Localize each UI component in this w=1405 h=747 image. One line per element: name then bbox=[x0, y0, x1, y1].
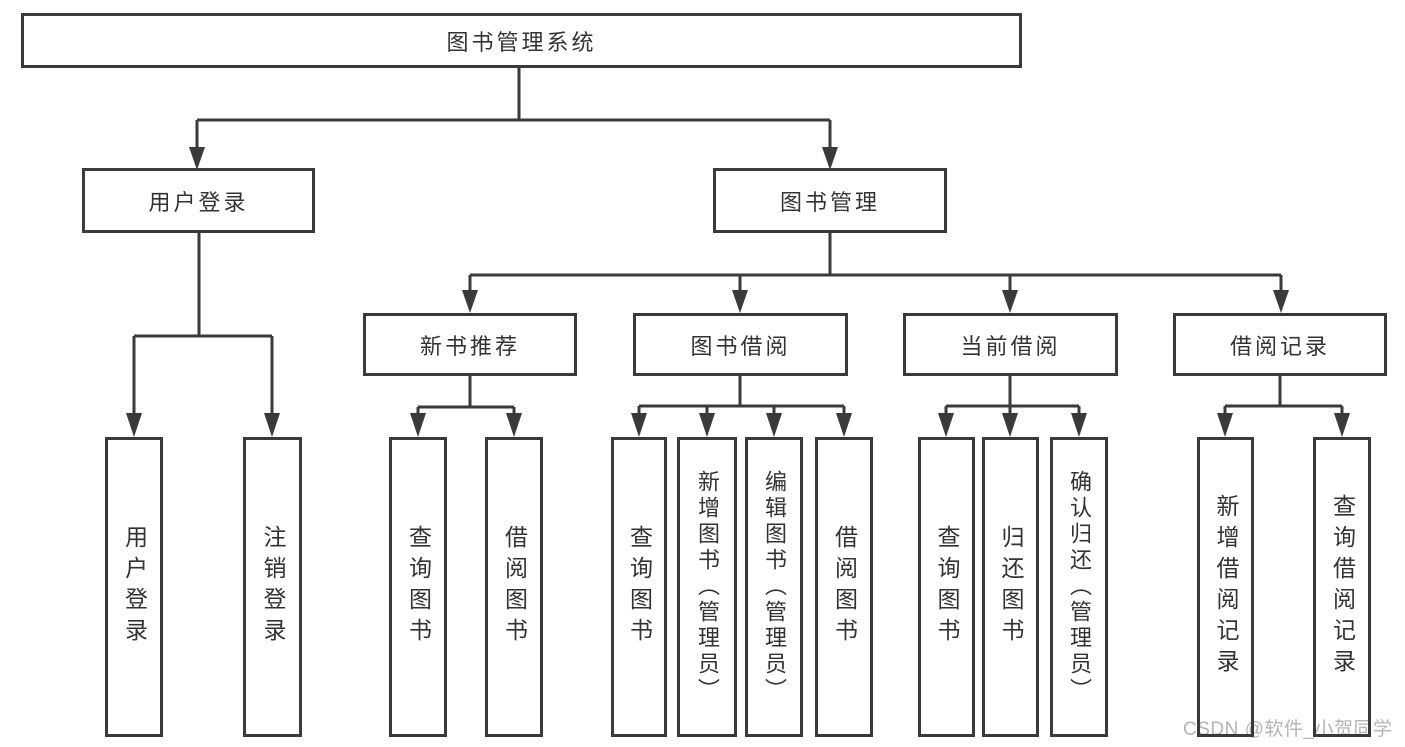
leaf-label: 借阅图书 bbox=[831, 525, 858, 649]
node-book-management: 图书管理 bbox=[713, 168, 947, 233]
node-root: 图书管理系统 bbox=[21, 13, 1022, 68]
leaf-label: 用户登录 bbox=[121, 525, 148, 649]
leaf-borrow-books-newbook: 借阅图书 bbox=[485, 437, 543, 737]
leaf-label: 注销登录 bbox=[260, 525, 286, 649]
node-current-borrowing: 当前借阅 bbox=[903, 313, 1118, 376]
node-label: 用户登录 bbox=[148, 189, 249, 215]
leaf-query-books-borrow: 查询图书 bbox=[611, 437, 667, 737]
leaf-label: 查询借阅记录 bbox=[1329, 494, 1356, 680]
leaf-confirm-return-admin: 确认归还（管理员） bbox=[1050, 437, 1108, 737]
csdn-watermark: CSDN @软件_小贺同学 bbox=[1183, 719, 1393, 740]
leaf-add-borrow-record: 新增借阅记录 bbox=[1197, 437, 1254, 737]
node-label: 当前借阅 bbox=[960, 333, 1061, 359]
leaf-label: 新增借阅记录 bbox=[1213, 494, 1239, 680]
node-borrow-records: 借阅记录 bbox=[1173, 313, 1387, 376]
leaf-query-books-newbook: 查询图书 bbox=[389, 437, 447, 737]
node-label: 新书推荐 bbox=[419, 333, 520, 359]
leaf-query-books-current: 查询图书 bbox=[918, 437, 975, 737]
leaf-label: 编辑图书（管理员） bbox=[762, 470, 787, 704]
leaf-label: 查询图书 bbox=[934, 525, 960, 649]
node-label: 图书管理 bbox=[779, 189, 880, 215]
leaf-user-login: 用户登录 bbox=[105, 437, 163, 737]
leaf-label: 查询图书 bbox=[405, 525, 432, 649]
leaf-return-book: 归还图书 bbox=[982, 437, 1039, 737]
leaf-edit-book-admin: 编辑图书（管理员） bbox=[745, 437, 803, 737]
leaf-add-book-admin: 新增图书（管理员） bbox=[677, 437, 737, 737]
leaf-label: 确认归还（管理员） bbox=[1067, 470, 1092, 704]
node-label: 图书借阅 bbox=[690, 333, 791, 359]
leaf-query-borrow-record: 查询借阅记录 bbox=[1313, 437, 1371, 737]
leaf-label: 归还图书 bbox=[998, 525, 1024, 649]
leaf-borrow-books-borrow: 借阅图书 bbox=[815, 437, 873, 737]
leaf-label: 新增图书（管理员） bbox=[695, 470, 720, 704]
node-new-book-recommend: 新书推荐 bbox=[363, 313, 577, 376]
node-root-label: 图书管理系统 bbox=[446, 29, 597, 55]
node-label: 借阅记录 bbox=[1229, 333, 1330, 359]
leaf-label: 查询图书 bbox=[626, 525, 653, 649]
node-book-borrowing: 图书借阅 bbox=[633, 313, 848, 376]
leaf-label: 借阅图书 bbox=[501, 525, 528, 649]
node-user-login-branch: 用户登录 bbox=[82, 168, 315, 233]
leaf-logout: 注销登录 bbox=[243, 437, 302, 737]
